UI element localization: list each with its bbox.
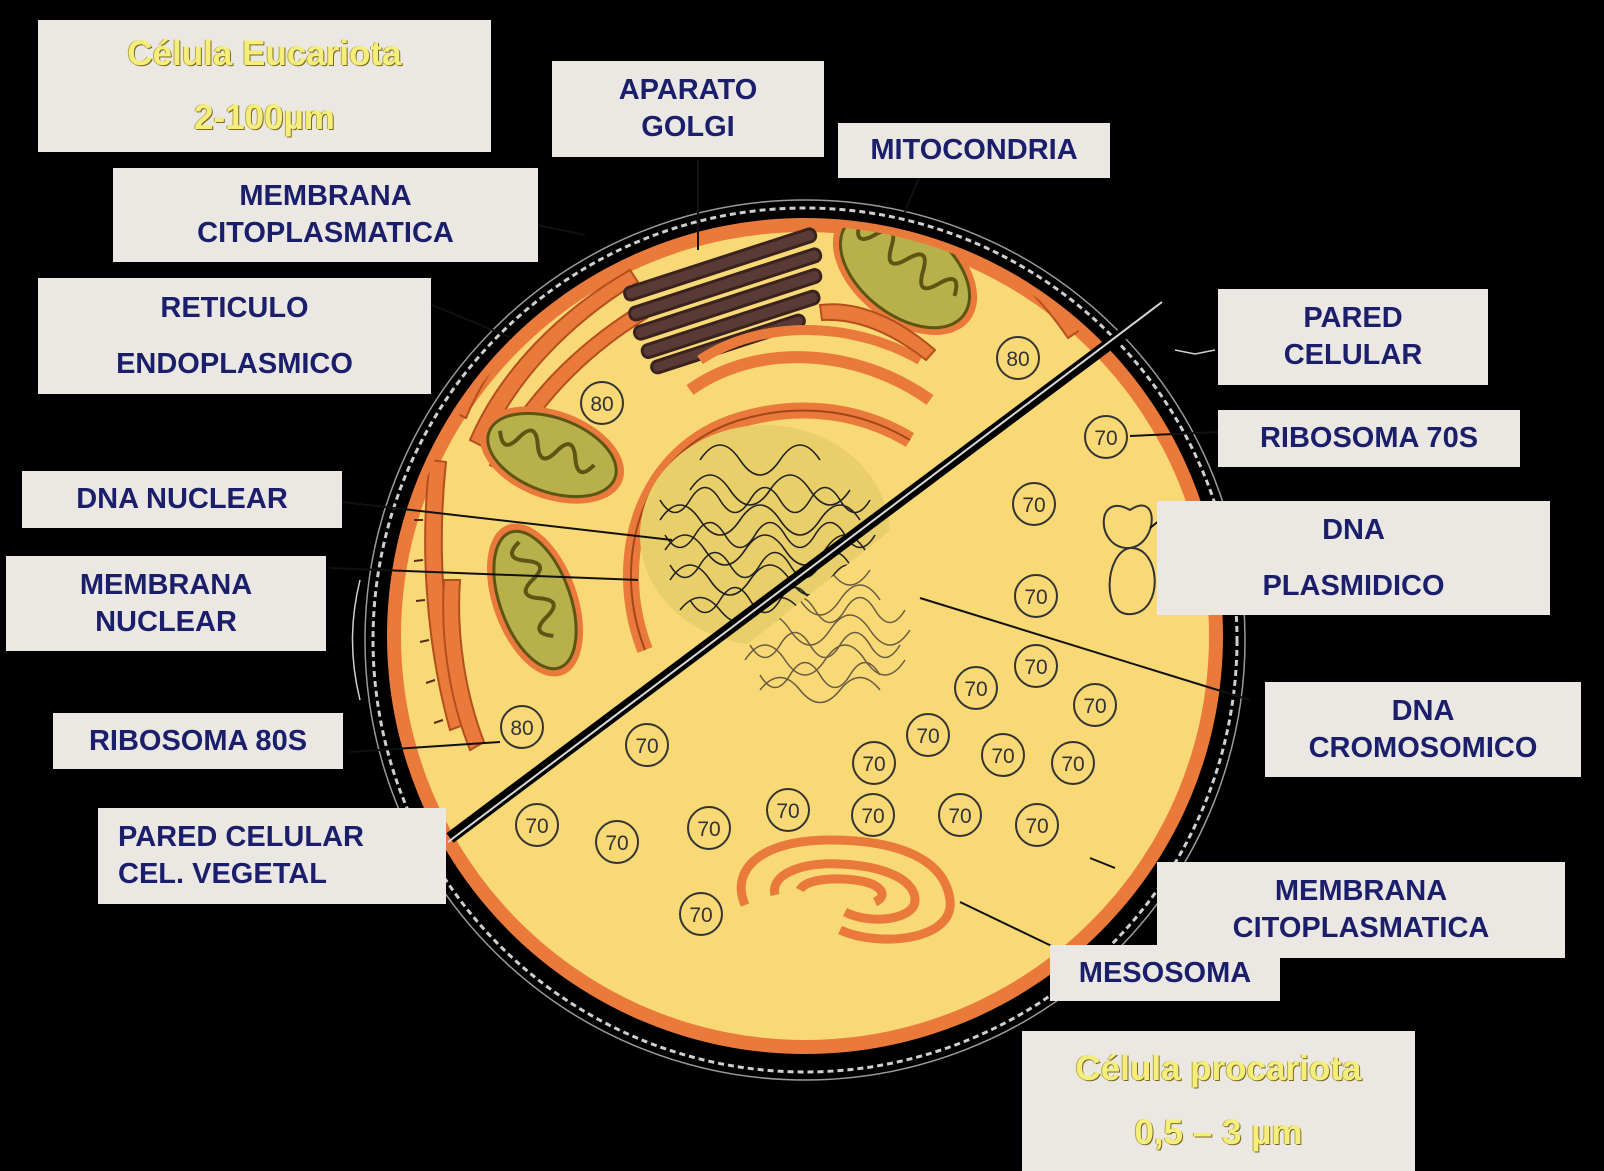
ribosome-70s-6-label: 70 bbox=[916, 725, 939, 748]
ribosome-80s-2-label: 80 bbox=[510, 717, 533, 740]
label-mitocondria: MITOCONDRIA bbox=[838, 123, 1110, 178]
label-dna-cromosomico: DNA CROMOSOMICO bbox=[1265, 682, 1581, 777]
ribosome-70s-9-label: 70 bbox=[1061, 753, 1084, 776]
ribosome-70s-11-label: 70 bbox=[525, 815, 548, 838]
ribosome-70s-17-label: 70 bbox=[1025, 815, 1048, 838]
label-reticulo: RETICULO ENDOPLASMICO bbox=[38, 278, 431, 394]
ribosome-70s-8-label: 70 bbox=[991, 745, 1014, 768]
ribosome-70s-12-label: 70 bbox=[605, 832, 628, 855]
label-golgi-line2: GOLGI bbox=[641, 109, 734, 146]
prokaryote-size: 0,5 – 3 µm bbox=[1134, 1101, 1302, 1165]
label-mesosoma-line1: MESOSOMA bbox=[1079, 955, 1251, 992]
label-dna-cromosomico-line1: DNA bbox=[1392, 693, 1455, 730]
ribosome-70s-16-label: 70 bbox=[948, 805, 971, 828]
ribosome-70s-0-label: 70 bbox=[1094, 427, 1117, 450]
label-pared-celular-line2: CELULAR bbox=[1284, 337, 1423, 374]
label-dna-cromosomico-line2: CROMOSOMICO bbox=[1309, 730, 1538, 767]
label-membrana-prok-line1: MEMBRANA bbox=[1275, 873, 1447, 910]
label-ribosoma-80s-line1: RIBOSOMA 80S bbox=[89, 723, 307, 760]
label-mesosoma: MESOSOMA bbox=[1050, 945, 1280, 1001]
ribosome-80s-1-label: 80 bbox=[1006, 348, 1029, 371]
label-dna-plasmidico-line1: DNA bbox=[1322, 502, 1385, 558]
label-dna-plasmidico-line2: PLASMIDICO bbox=[1262, 558, 1444, 614]
label-ribosoma-70s: RIBOSOMA 70S bbox=[1218, 410, 1520, 467]
label-membrana-prok-line2: CITOPLASMATICA bbox=[1233, 910, 1490, 947]
label-ribosoma-80s: RIBOSOMA 80S bbox=[53, 713, 343, 769]
label-membrana-euk: MEMBRANA CITOPLASMATICA bbox=[113, 168, 538, 262]
ribosome-70s-1-label: 70 bbox=[1022, 494, 1045, 517]
label-dna-plasmidico: DNA PLASMIDICO bbox=[1157, 501, 1550, 615]
label-membrana-nuclear: MEMBRANA NUCLEAR bbox=[6, 556, 326, 651]
ribosome-70s-14-label: 70 bbox=[776, 800, 799, 823]
eukaryote-size: 2-100µm bbox=[194, 86, 335, 150]
prokaryote-title: Célula procariota bbox=[1076, 1037, 1362, 1101]
ribosome-70s-13-label: 70 bbox=[697, 818, 720, 841]
ribosome-70s-10-label: 70 bbox=[635, 735, 658, 758]
label-ribosoma-70s-line1: RIBOSOMA 70S bbox=[1260, 420, 1478, 457]
label-pared-vegetal-line1: PARED CELULAR bbox=[118, 819, 364, 856]
label-pared-vegetal-line2: CEL. VEGETAL bbox=[118, 856, 327, 893]
label-dna-nuclear-line1: DNA NUCLEAR bbox=[76, 481, 288, 518]
ribosome-80s-0-label: 80 bbox=[590, 393, 613, 416]
label-reticulo-line1: RETICULO bbox=[160, 280, 308, 336]
eukaryote-title-box: Célula Eucariota 2-100µm bbox=[38, 20, 491, 152]
prokaryote-title-box: Célula procariota 0,5 – 3 µm bbox=[1022, 1031, 1415, 1171]
label-pared-vegetal: PARED CELULAR CEL. VEGETAL bbox=[98, 808, 446, 904]
label-pared-celular: PARED CELULAR bbox=[1218, 289, 1488, 385]
ribosome-70s-18-label: 70 bbox=[689, 904, 712, 927]
label-membrana-euk-line2: CITOPLASMATICA bbox=[197, 215, 454, 252]
ribosome-70s-4-label: 70 bbox=[964, 678, 987, 701]
label-membrana-nuclear-line2: NUCLEAR bbox=[95, 604, 237, 641]
label-pared-celular-line1: PARED bbox=[1303, 300, 1402, 337]
label-golgi-line1: APARATO bbox=[619, 72, 758, 109]
ribosome-70s-2-label: 70 bbox=[1024, 586, 1047, 609]
ribosome-70s-5-label: 70 bbox=[1083, 695, 1106, 718]
ribosome-70s-3-label: 70 bbox=[1024, 656, 1047, 679]
ribosome-70s-15-label: 70 bbox=[861, 805, 884, 828]
label-golgi: APARATO GOLGI bbox=[552, 61, 824, 157]
label-membrana-euk-line1: MEMBRANA bbox=[239, 178, 411, 215]
ribosome-70s-7-label: 70 bbox=[862, 753, 885, 776]
label-mitocondria-line1: MITOCONDRIA bbox=[870, 132, 1077, 169]
eukaryote-title: Célula Eucariota bbox=[127, 22, 401, 86]
label-reticulo-line2: ENDOPLASMICO bbox=[116, 336, 353, 392]
label-membrana-nuclear-line1: MEMBRANA bbox=[80, 567, 252, 604]
label-dna-nuclear: DNA NUCLEAR bbox=[22, 471, 342, 528]
label-membrana-prok: MEMBRANA CITOPLASMATICA bbox=[1157, 862, 1565, 958]
